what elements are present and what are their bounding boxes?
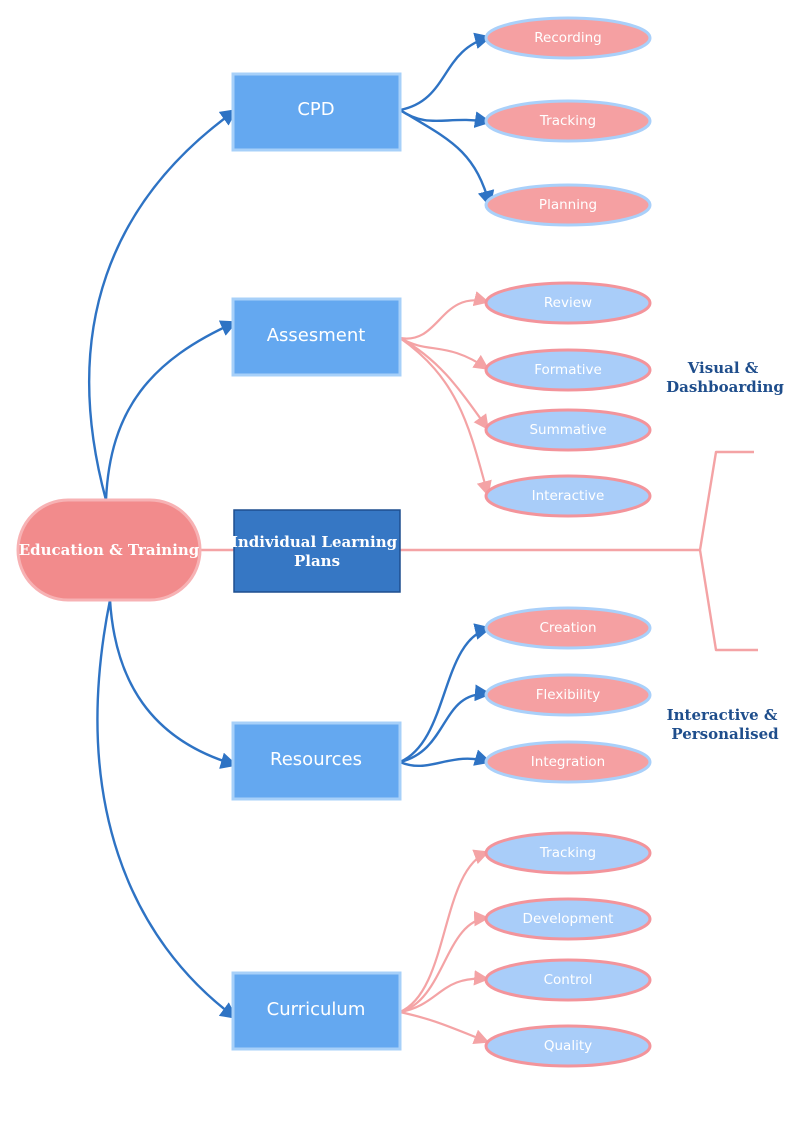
side-label-top-line2: Dashboarding <box>666 378 784 396</box>
leaf-creation-shape <box>484 606 652 650</box>
leaf-flexibility-label: Flexibility <box>536 687 600 703</box>
leaf-quality-label: Quality <box>544 1038 592 1054</box>
branch-cpd[interactable]: CPD <box>231 72 402 152</box>
root-connectors <box>88 109 238 1019</box>
leaf-cpd-tracking-label: Tracking <box>539 113 596 129</box>
leaf-development-shape <box>484 897 652 941</box>
connector-root-curriculum <box>96 599 238 1019</box>
leaf-cpd-tracking-shape <box>484 99 652 143</box>
side-label-bottom-line2: Personalised <box>671 725 779 743</box>
leaf-interactive-shape <box>484 474 652 518</box>
leaf-integration-label: Integration <box>531 754 605 770</box>
leaf-development[interactable]: Development <box>484 897 652 941</box>
branch-cpd-box <box>231 72 402 152</box>
connector-curriculum-tracking <box>399 849 490 1014</box>
leaf-recording[interactable]: Recording <box>484 16 652 60</box>
leaf-formative[interactable]: Formative <box>484 348 652 392</box>
connector-assesment-formative <box>399 337 490 370</box>
leaf-integration[interactable]: Integration <box>484 740 652 784</box>
connector-curriculum-quality <box>399 1010 490 1045</box>
side-label-interactive-personalised: Interactive & Personalised <box>667 706 780 743</box>
branch-ilp-label-line2: Plans <box>294 552 340 570</box>
branch-assesment-box <box>231 297 402 377</box>
connector-cpd-recording <box>399 32 492 112</box>
leaf-interactive-label: Interactive <box>532 488 605 504</box>
root-node-shape <box>16 498 202 602</box>
leaf-summative-label: Summative <box>529 422 606 438</box>
leaf-flexibility[interactable]: Flexibility <box>484 673 652 717</box>
connector-assesment-interactive <box>399 337 492 497</box>
resources-connectors <box>399 623 492 767</box>
leaf-recording-label: Recording <box>534 30 602 46</box>
branch-curriculum[interactable]: Curriculum <box>231 971 402 1051</box>
branch-ilp-box <box>233 509 401 593</box>
branch-resources[interactable]: Resources <box>231 721 402 801</box>
branch-cpd-label: CPD <box>297 99 334 120</box>
leaf-interactive[interactable]: Interactive <box>484 474 652 518</box>
branch-ilp-label-line1: Individual Learning <box>231 533 398 551</box>
leaf-control-shape <box>484 958 652 1002</box>
leaf-flexibility-shape <box>484 673 652 717</box>
leaf-development-label: Development <box>523 911 614 927</box>
leaf-curriculum-tracking[interactable]: Tracking <box>484 831 652 875</box>
leaf-formative-shape <box>484 348 652 392</box>
connector-root-assesment <box>104 320 238 501</box>
connector-resources-integration <box>399 749 492 767</box>
bracket-shape <box>698 450 758 652</box>
branch-resources-label: Resources <box>270 749 362 770</box>
branch-assesment[interactable]: Assesment <box>231 297 402 377</box>
side-label-top-line1: Visual & <box>687 359 759 377</box>
branch-curriculum-box <box>231 971 402 1051</box>
connector-curriculum-development <box>399 910 490 1014</box>
connector-resources-creation <box>399 623 492 764</box>
leaf-integration-shape <box>484 740 652 784</box>
branch-ilp[interactable]: Individual Learning Plans <box>231 509 401 593</box>
leaf-recording-shape <box>484 16 652 60</box>
cpd-connectors <box>399 32 495 208</box>
leaf-review[interactable]: Review <box>484 281 652 325</box>
connector-cpd-planning <box>399 108 495 208</box>
leaf-summative[interactable]: Summative <box>484 408 652 452</box>
side-label-visual-dashboarding: Visual & Dashboarding <box>666 359 784 396</box>
leaf-review-label: Review <box>544 295 592 311</box>
leaf-summative-shape <box>484 408 652 452</box>
connector-root-resources <box>108 599 238 769</box>
connector-cpd-tracking <box>399 109 492 128</box>
root-node[interactable]: Education & Training <box>16 498 202 602</box>
leaf-curriculum-tracking-shape <box>484 831 652 875</box>
leaf-planning[interactable]: Planning <box>484 183 652 227</box>
leaf-creation[interactable]: Creation <box>484 606 652 650</box>
leaf-formative-label: Formative <box>534 362 602 378</box>
leaf-control-label: Control <box>544 972 593 988</box>
leaf-control[interactable]: Control <box>484 958 652 1002</box>
leaf-creation-label: Creation <box>539 620 596 636</box>
leaf-quality-shape <box>484 1024 652 1068</box>
connector-curriculum-control <box>399 970 490 1014</box>
side-label-bottom-line1: Interactive & <box>667 706 778 724</box>
curriculum-connectors <box>399 849 490 1045</box>
connector-assesment-review <box>399 291 490 340</box>
leaf-review-shape <box>484 281 652 325</box>
branch-resources-box <box>231 721 402 801</box>
connector-resources-flexibility <box>399 684 492 764</box>
leaf-cpd-tracking[interactable]: Tracking <box>484 99 652 143</box>
root-node-label: Education & Training <box>19 541 200 559</box>
leaf-planning-label: Planning <box>539 197 597 213</box>
connector-root-cpd <box>88 109 238 501</box>
leaf-quality[interactable]: Quality <box>484 1024 652 1068</box>
branch-assesment-label: Assesment <box>267 325 366 346</box>
ilp-bracket <box>400 450 758 652</box>
assesment-connectors <box>399 291 492 497</box>
connector-assesment-summative <box>399 337 489 431</box>
leaf-planning-shape <box>484 183 652 227</box>
leaf-curriculum-tracking-label: Tracking <box>539 845 596 861</box>
branch-curriculum-label: Curriculum <box>267 999 366 1020</box>
